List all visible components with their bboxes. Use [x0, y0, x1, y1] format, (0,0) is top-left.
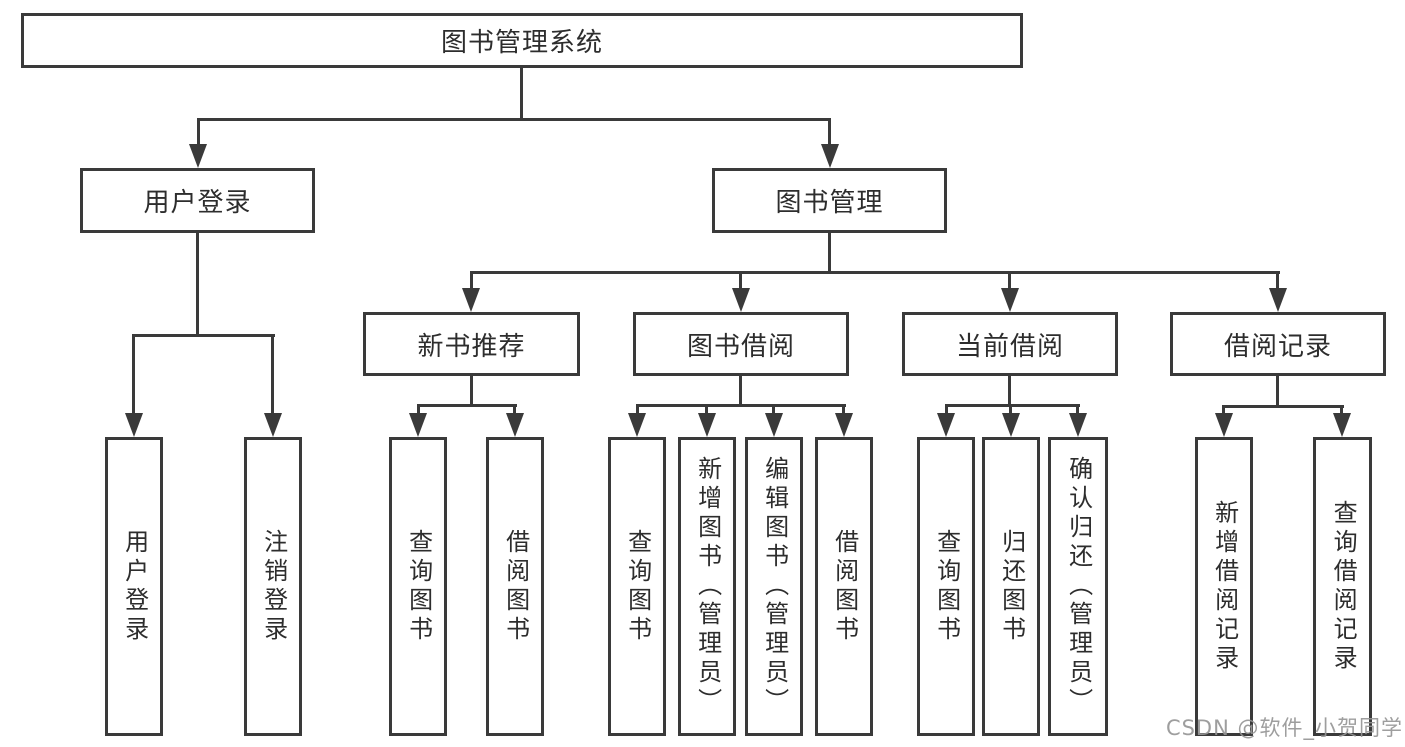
- node-current-borrowing: 当前借阅: [902, 312, 1118, 376]
- connector-line: [1009, 404, 1012, 416]
- arrow-down-icon: [821, 144, 839, 168]
- leaf-label: 归还图书: [997, 528, 1026, 645]
- leaf-label: 查询图书: [404, 528, 433, 645]
- leaf-label: 编辑图书（管理员）: [760, 456, 789, 717]
- leaf-add-borrow-record: 新增借阅记录: [1195, 437, 1253, 736]
- leaf-label: 查询图书: [932, 528, 961, 645]
- connector-line: [1276, 376, 1279, 407]
- leaf-label: 查询借阅记录: [1329, 499, 1358, 674]
- leaf-return-book: 归还图书: [982, 437, 1040, 736]
- connector-line: [1222, 405, 1225, 416]
- arrow-down-icon: [628, 413, 646, 437]
- arrow-down-icon: [462, 288, 480, 312]
- leaf-user-login: 用户登录: [105, 437, 163, 736]
- arrow-down-icon: [506, 413, 524, 437]
- leaf-label: 用户登录: [120, 528, 149, 645]
- connector-line: [1276, 271, 1279, 291]
- connector-line: [470, 376, 473, 407]
- node-book-borrowing: 图书借阅: [633, 312, 849, 376]
- leaf-label: 查询图书: [623, 528, 652, 645]
- arrow-down-icon: [765, 413, 783, 437]
- connector-line: [417, 404, 420, 416]
- node-library-management-system: 图书管理系统: [21, 13, 1023, 68]
- node-label: 当前借阅: [955, 331, 1064, 362]
- arrow-down-icon: [1333, 413, 1351, 437]
- connector-line: [196, 233, 199, 337]
- arrow-down-icon: [698, 413, 716, 437]
- arrow-down-icon: [264, 413, 282, 437]
- node-new-book-recommendation: 新书推荐: [363, 312, 580, 376]
- connector-line: [739, 376, 742, 407]
- connector-line: [828, 118, 831, 146]
- connector-line: [132, 334, 275, 337]
- arrow-down-icon: [937, 413, 955, 437]
- leaf-query-borrow-record: 查询借阅记录: [1313, 437, 1372, 736]
- arrow-down-icon: [732, 288, 750, 312]
- node-label: 图书管理系统: [440, 28, 603, 58]
- node-book-management: 图书管理: [712, 168, 947, 233]
- leaf-label: 确认归还（管理员）: [1064, 456, 1093, 717]
- arrow-down-icon: [125, 413, 143, 437]
- leaf-label: 注销登录: [259, 528, 288, 645]
- leaf-borrow-books-recommend: 借阅图书: [486, 437, 544, 736]
- connector-line: [636, 404, 639, 416]
- connector-line: [520, 68, 523, 120]
- arrow-down-icon: [1069, 413, 1087, 437]
- connector-line: [739, 271, 742, 291]
- connector-line: [271, 334, 274, 415]
- leaf-edit-book-admin: 编辑图书（管理员）: [745, 437, 803, 736]
- arrow-down-icon: [409, 413, 427, 437]
- connector-line: [1008, 376, 1011, 407]
- connector-line: [1076, 404, 1079, 416]
- connector-line: [842, 404, 845, 416]
- arrow-down-icon: [1001, 288, 1019, 312]
- leaf-label: 借阅图书: [830, 528, 859, 645]
- node-label: 图书管理: [775, 188, 884, 218]
- leaf-label: 新增图书（管理员）: [693, 456, 722, 717]
- connector-line: [772, 404, 775, 416]
- csdn-watermark: CSDN @软件_小贺同学: [1165, 716, 1403, 740]
- connector-line: [470, 271, 473, 291]
- connector-line: [197, 118, 831, 121]
- connector-line: [828, 233, 831, 274]
- connector-line: [1008, 271, 1011, 291]
- node-label: 新书推荐: [417, 331, 526, 362]
- connector-line: [132, 334, 135, 415]
- connector-line: [417, 404, 517, 407]
- connector-line: [1222, 405, 1344, 408]
- arrow-down-icon: [1269, 288, 1287, 312]
- connector-line: [636, 404, 846, 407]
- leaf-query-books-current: 查询图书: [917, 437, 975, 736]
- connector-line: [945, 404, 1080, 407]
- node-label: 借阅记录: [1223, 331, 1332, 362]
- connector-line: [513, 404, 516, 416]
- leaf-label: 借阅图书: [501, 528, 530, 645]
- leaf-borrow-books: 借阅图书: [815, 437, 873, 736]
- leaf-label: 新增借阅记录: [1210, 499, 1239, 674]
- leaf-query-books-borrow: 查询图书: [608, 437, 666, 736]
- arrow-down-icon: [189, 144, 207, 168]
- leaf-confirm-return-admin: 确认归还（管理员）: [1048, 437, 1108, 736]
- arrow-down-icon: [835, 413, 853, 437]
- connector-line: [197, 118, 200, 146]
- connector-line: [705, 404, 708, 416]
- node-label: 图书借阅: [686, 331, 795, 362]
- arrow-down-icon: [1215, 413, 1233, 437]
- node-user-login: 用户登录: [80, 168, 315, 233]
- connector-line: [945, 404, 948, 416]
- node-label: 用户登录: [143, 188, 252, 218]
- arrow-down-icon: [1002, 413, 1020, 437]
- connector-line: [470, 271, 1280, 274]
- leaf-logout: 注销登录: [244, 437, 302, 736]
- leaf-query-books-recommend: 查询图书: [389, 437, 447, 736]
- leaf-add-book-admin: 新增图书（管理员）: [678, 437, 736, 736]
- connector-line: [1340, 405, 1343, 416]
- node-borrowing-records: 借阅记录: [1170, 312, 1386, 376]
